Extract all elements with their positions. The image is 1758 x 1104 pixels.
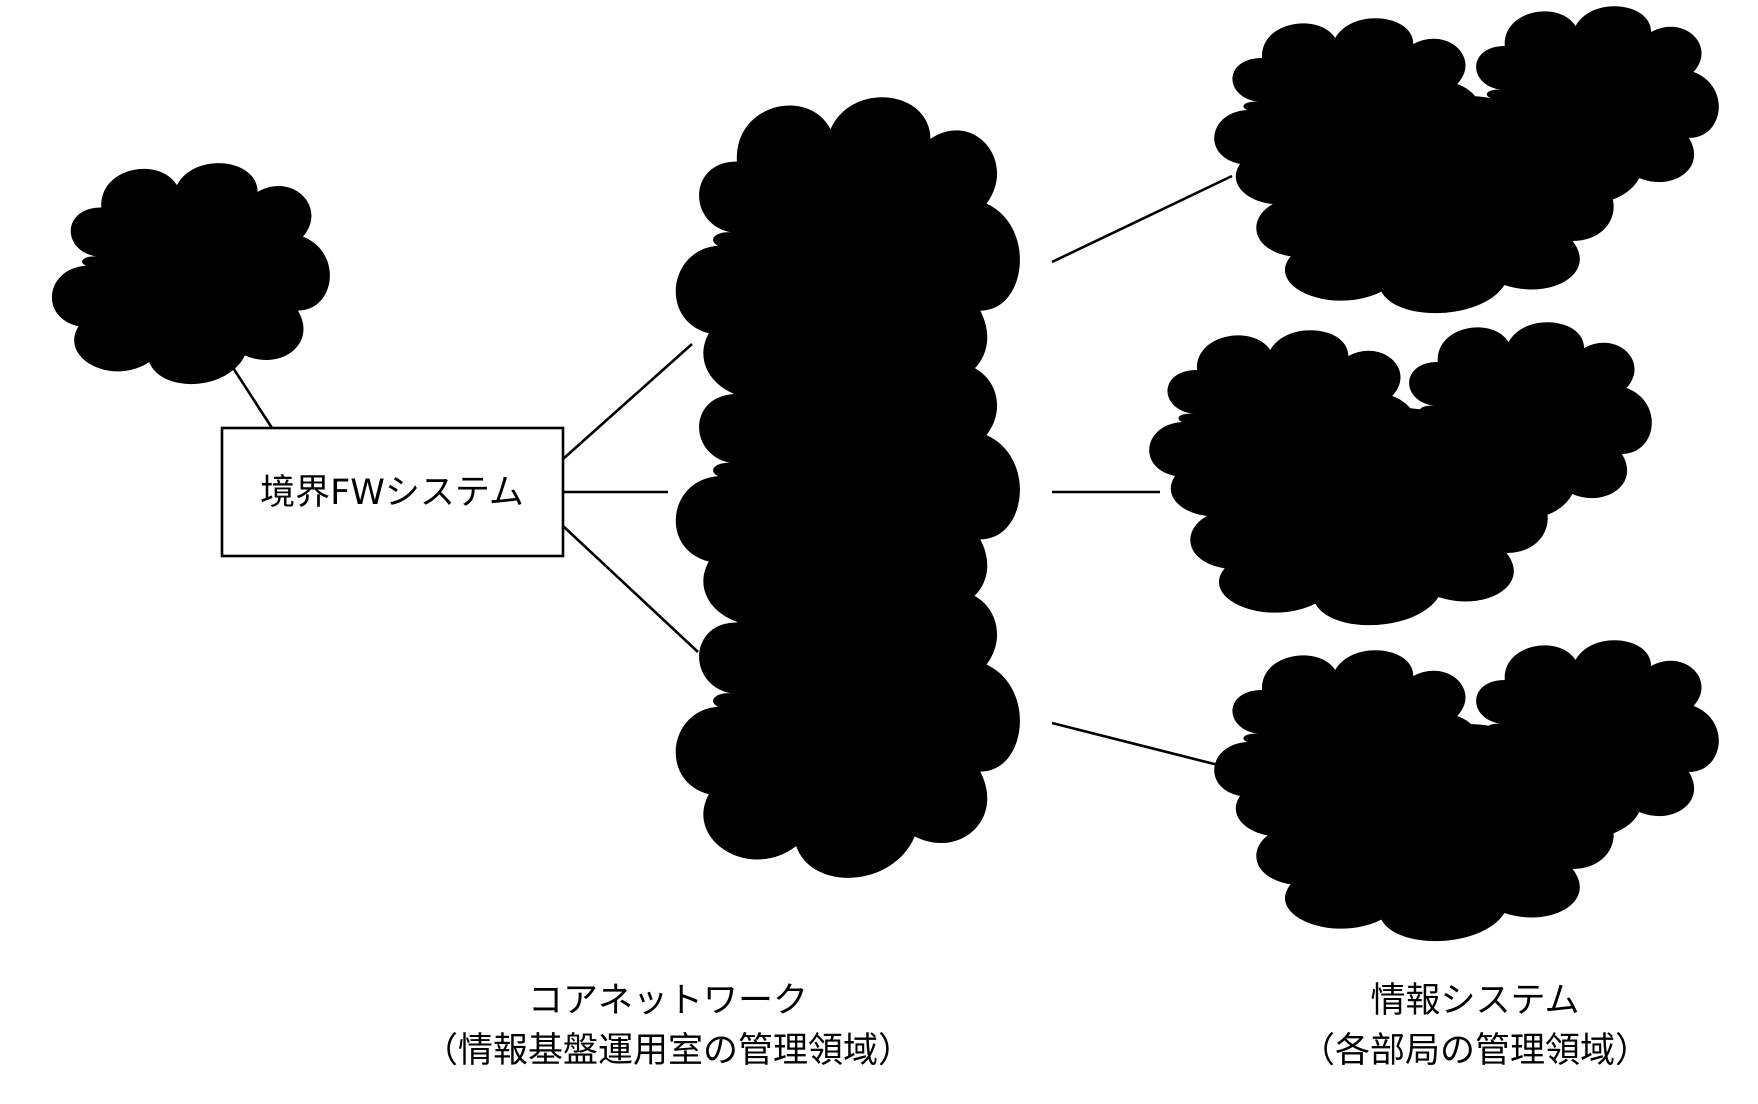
campus-label-iizuka: 飯塚キャンパス <box>729 475 974 515</box>
sinet-label: SINET <box>136 256 239 296</box>
link-tobata-info3 <box>1051 721 1227 769</box>
connections <box>226 174 1233 769</box>
info-system-label-3: 情報システム群 <box>1306 791 1550 831</box>
campus-label-wakamatsu: 若松キャンパス <box>729 245 974 285</box>
caption-info-system-subtitle: （各部局の管理領域） <box>1300 1031 1650 1071</box>
border-fw-label: 境界FWシステム <box>260 473 524 513</box>
caption-info-system-title: 情報システム <box>1371 981 1580 1021</box>
border-fw-box <box>220 426 565 558</box>
link-fw-wakamatsu <box>562 343 693 460</box>
info-system-cluster-1 <box>1214 6 1719 314</box>
info-system-label-1: 情報システム群 <box>1306 161 1550 201</box>
link-fw-tobata <box>562 525 699 653</box>
campus-label-tobata: 戸畑キャンパス <box>729 707 974 747</box>
info-system-cluster-2 <box>1149 322 1652 626</box>
link-sinet-fw <box>226 359 274 429</box>
caption-core-network: コアネットワーク （情報基盤運用室の管理領域） <box>423 981 913 1071</box>
info-system-label-2: 情報システム群 <box>1240 477 1484 517</box>
link-wakamatsu-info1 <box>1051 174 1233 264</box>
caption-core-network-title: コアネットワーク <box>528 981 808 1021</box>
caption-info-system: 情報システム （各部局の管理領域） <box>1300 981 1650 1071</box>
caption-core-network-subtitle: （情報基盤運用室の管理領域） <box>423 1031 913 1071</box>
